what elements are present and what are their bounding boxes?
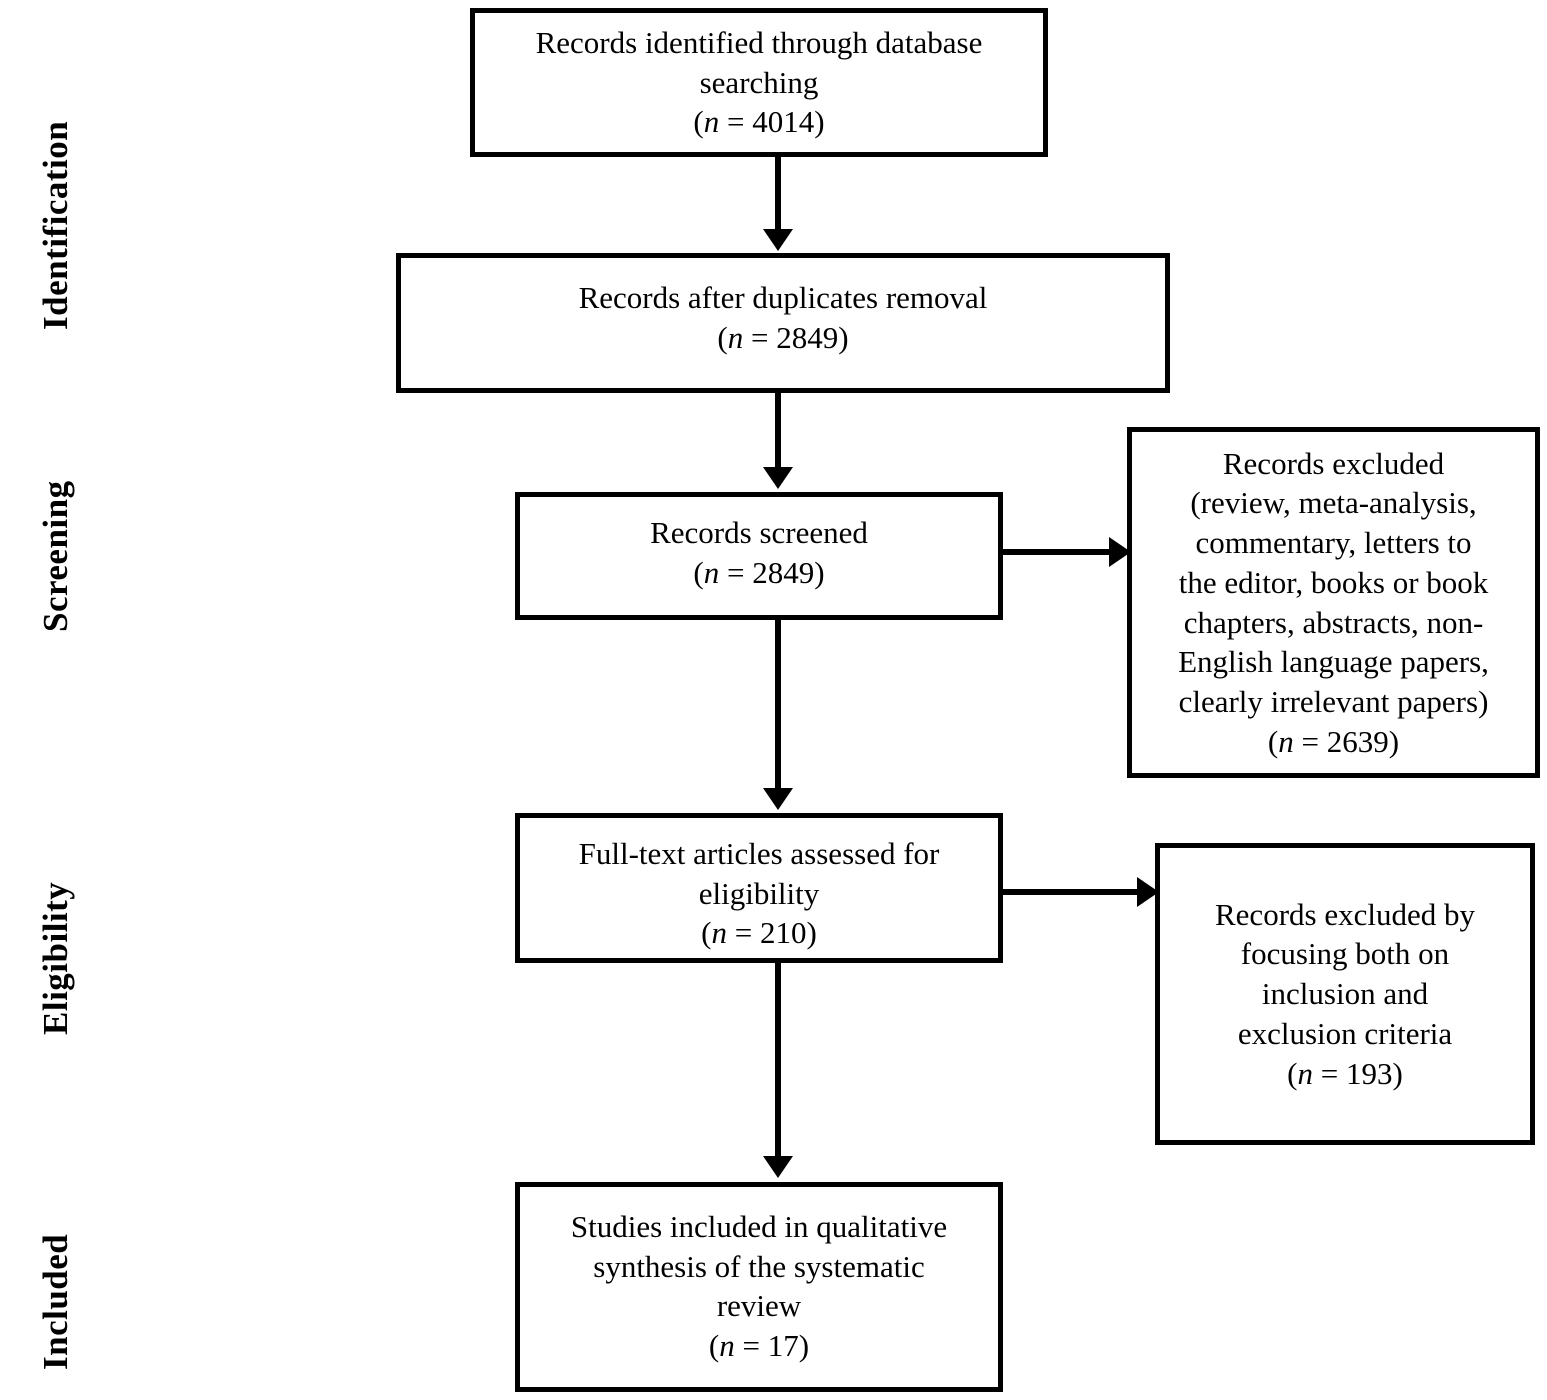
box-full-text-assessed-line-0: Full-text articles assessed for bbox=[578, 836, 940, 871]
box-full-text-assessed-count: (n = 210) bbox=[701, 915, 817, 951]
connector-identified-to-duplicates-line bbox=[775, 157, 781, 231]
stage-label-eligibility: Eligibility bbox=[36, 881, 75, 1035]
connector-duplicates-to-screened-arrow bbox=[763, 467, 793, 489]
box-records-identified: Records identified through database searc… bbox=[470, 8, 1048, 157]
box-records-excluded-eligibility-text: Records excluded by focusing both on inclu… bbox=[1205, 895, 1485, 1093]
box-records-excluded-eligibility-n: 193 bbox=[1345, 1055, 1393, 1091]
box-records-excluded-screening-line-0: Records excluded bbox=[1222, 445, 1445, 481]
connector-fulltext-to-excluded-line bbox=[1003, 889, 1141, 895]
box-records-excluded-eligibility: Records excluded by focusing both on inclu… bbox=[1155, 843, 1535, 1145]
connector-screened-to-fulltext-line bbox=[775, 620, 781, 790]
box-records-excluded-eligibility-line-1: focusing both on bbox=[1240, 936, 1450, 972]
box-records-screened-line-0: Records screened bbox=[650, 515, 868, 550]
box-records-identified-text: Records identified through database searc… bbox=[526, 23, 993, 142]
connector-identified-to-duplicates-arrow bbox=[763, 229, 793, 251]
box-records-excluded-screening-line-2: commentary, letters to bbox=[1195, 525, 1472, 561]
box-records-excluded-screening-line-6: clearly irrelevant papers) bbox=[1178, 683, 1489, 719]
connector-duplicates-to-screened-line bbox=[775, 393, 781, 469]
stage-label-identification: Identification bbox=[36, 120, 75, 330]
box-records-excluded-screening-line-5: English language papers, bbox=[1178, 644, 1489, 680]
box-records-identified-line-0: Records identified through database bbox=[535, 24, 983, 60]
connector-fulltext-to-excluded-arrow bbox=[1137, 877, 1159, 907]
box-records-excluded-eligibility-line-3: exclusion criteria bbox=[1237, 1015, 1453, 1051]
connector-fulltext-to-included-arrow bbox=[763, 1156, 793, 1178]
box-records-after-duplicates: Records after duplicates removal (n = 284… bbox=[396, 253, 1170, 393]
box-records-excluded-screening-count: (n = 2639) bbox=[1267, 723, 1400, 759]
box-records-excluded-eligibility-line-0: Records excluded by bbox=[1215, 896, 1475, 932]
stage-label-screening: Screening bbox=[36, 480, 75, 632]
box-studies-included-text: Studies included in qualitative synthesis… bbox=[561, 1187, 957, 1366]
box-studies-included-n: 17 bbox=[767, 1328, 799, 1364]
box-records-screened-text: Records screened (n = 2849) bbox=[640, 497, 878, 592]
box-full-text-assessed: Full-text articles assessed for eligibili… bbox=[515, 813, 1003, 963]
box-studies-included-line-0: Studies included in qualitative bbox=[570, 1209, 948, 1244]
connector-fulltext-to-included-line bbox=[775, 963, 781, 1158]
box-records-excluded-screening-line-1: (review, meta-analysis, bbox=[1190, 485, 1477, 521]
box-full-text-assessed-line-1: eligibility bbox=[698, 875, 820, 911]
box-records-excluded-screening-text: Records excluded (review, meta-analysis, c… bbox=[1168, 444, 1499, 761]
box-studies-included: Studies included in qualitative synthesis… bbox=[515, 1182, 1003, 1392]
connector-screened-to-excluded-line bbox=[1003, 549, 1113, 555]
box-full-text-assessed-n: 210 bbox=[759, 915, 807, 951]
box-records-identified-n: 4014 bbox=[752, 104, 815, 140]
box-records-screened-n: 2849 bbox=[752, 554, 815, 590]
box-records-screened-count: (n = 2849) bbox=[693, 554, 825, 590]
box-records-identified-line-1: searching bbox=[699, 64, 819, 100]
box-studies-included-count: (n = 17) bbox=[708, 1328, 810, 1364]
box-records-after-duplicates-line-0: Records after duplicates removal bbox=[578, 280, 988, 315]
connector-screened-to-fulltext-arrow bbox=[763, 788, 793, 810]
box-records-identified-count: (n = 4014) bbox=[693, 104, 825, 140]
box-records-after-duplicates-count: (n = 2849) bbox=[717, 319, 849, 355]
box-records-after-duplicates-n: 2849 bbox=[776, 319, 839, 355]
box-records-screened: Records screened (n = 2849) bbox=[515, 492, 1003, 620]
box-studies-included-line-1: synthesis of the systematic bbox=[593, 1248, 925, 1284]
box-records-excluded-screening: Records excluded (review, meta-analysis, c… bbox=[1127, 427, 1540, 778]
box-records-excluded-eligibility-count: (n = 193) bbox=[1287, 1055, 1403, 1091]
box-records-excluded-screening-n: 2639 bbox=[1326, 723, 1389, 759]
box-records-excluded-screening-line-3: the editor, books or book bbox=[1178, 564, 1489, 600]
box-full-text-assessed-text: Full-text articles assessed for eligibili… bbox=[569, 818, 950, 953]
box-studies-included-line-2: review bbox=[716, 1288, 802, 1324]
connector-screened-to-excluded-arrow bbox=[1109, 537, 1131, 567]
box-records-excluded-screening-line-4: chapters, abstracts, non- bbox=[1183, 604, 1484, 640]
box-records-after-duplicates-text: Records after duplicates removal (n = 284… bbox=[569, 258, 998, 357]
box-records-excluded-eligibility-line-2: inclusion and bbox=[1261, 976, 1429, 1012]
stage-label-included: Included bbox=[36, 1233, 75, 1370]
